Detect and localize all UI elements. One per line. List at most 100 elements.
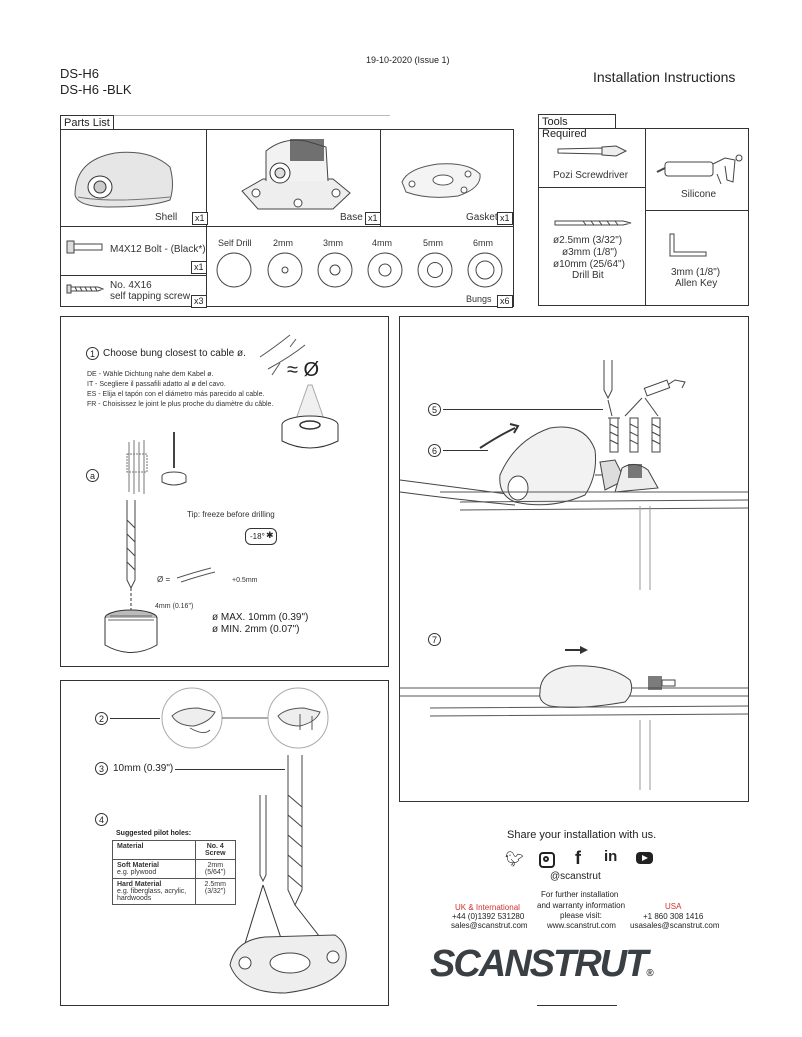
- step-1-panel: [60, 316, 389, 667]
- bung-size-2: 3mm: [323, 238, 343, 248]
- social-handle[interactable]: @scanstrut: [550, 871, 601, 882]
- base-label: Base: [340, 212, 363, 223]
- step-7-number: 7: [428, 633, 441, 646]
- gasket-label: Gasket: [466, 212, 498, 223]
- depth-label: 4mm (0.16"): [155, 603, 194, 610]
- drill-bit-icon: [554, 220, 632, 226]
- screwdriver-label: Pozi Screwdriver: [553, 170, 629, 181]
- model-number-black: DS-H6 -BLK: [60, 82, 132, 97]
- max-diameter: ø MAX. 10mm (0.39"): [212, 612, 309, 623]
- base-qty: x1: [365, 212, 381, 225]
- shell-fit-illustration: [400, 646, 749, 790]
- step-1-translation-es: ES - Elija el tapón con el diámetro más …: [87, 391, 265, 398]
- instagram-icon[interactable]: [539, 852, 555, 868]
- pilot-size-imperial: (5/64"): [204, 869, 226, 876]
- gasket-fit-illustration: [161, 687, 329, 749]
- issue-date: 19-10-2020 (Issue 1): [366, 55, 450, 65]
- uk-email[interactable]: sales@scanstrut.com: [451, 921, 528, 930]
- further-info-1: For further installation: [541, 890, 619, 899]
- shell-label: Shell: [155, 212, 178, 223]
- tools-screws-illustration: [603, 360, 686, 453]
- cable-tolerance-illustration: [176, 567, 216, 583]
- usa-phone[interactable]: +1 860 308 1416: [643, 912, 704, 921]
- drill-into-bung-illustration: [104, 500, 158, 653]
- share-title: Share your installation with us.: [507, 829, 657, 841]
- bolt-label: M4X12 Bolt - (Black*): [110, 244, 206, 255]
- drill-bit-label: Drill Bit: [572, 270, 604, 281]
- freezer-temp-label: -18°: [250, 532, 265, 541]
- bung-size-3: 4mm: [372, 238, 392, 248]
- shell-qty: x1: [192, 212, 208, 225]
- silicone-gun-icon: [656, 154, 743, 185]
- step-3-number: 3: [95, 762, 108, 775]
- facebook-icon[interactable]: f: [575, 848, 581, 868]
- allen-key-label: Allen Key: [675, 278, 718, 289]
- scanstrut-logo: SCANSTRUT®: [430, 943, 654, 986]
- social-icons: 🐦︎ f in: [505, 848, 655, 868]
- further-info-2: and warranty information: [537, 901, 626, 910]
- step-1-number: 1: [86, 347, 99, 360]
- allen-key-icon: [669, 233, 707, 257]
- usa-email[interactable]: usasales@scanstrut.com: [630, 921, 720, 930]
- step-1-instruction: Choose bung closest to cable ø.: [103, 348, 246, 359]
- steps-5-7-panel: [399, 316, 749, 802]
- step-2-number: 2: [95, 712, 108, 725]
- footer-rule: [537, 1005, 617, 1006]
- pilot-size-imperial: (3/32"): [204, 888, 226, 895]
- website-link[interactable]: www.scanstrut.com: [547, 921, 616, 930]
- screw-icon: [66, 284, 105, 294]
- step-1a-label: a: [86, 469, 99, 482]
- bung-size-4: 5mm: [423, 238, 443, 248]
- allen-key-size: 3mm (1/8"): [671, 267, 721, 278]
- bungs-label: Bungs: [466, 294, 492, 304]
- bolt-icon: [66, 240, 103, 254]
- silicone-label: Silicone: [681, 189, 717, 200]
- youtube-icon[interactable]: [636, 852, 653, 864]
- step-4-number: 4: [95, 813, 108, 826]
- snowflake-icon: ✱: [266, 530, 274, 540]
- bungs-illustration: [216, 252, 503, 288]
- bolt-qty: x1: [191, 261, 207, 274]
- usa-region: USA: [665, 902, 682, 911]
- approx-diameter-symbol: ≈ Ø: [287, 359, 320, 381]
- tools-grid: [538, 128, 749, 306]
- uk-region: UK & International: [455, 903, 520, 912]
- steps-2-4-panel: [60, 680, 389, 1006]
- brand-wordmark: SCANSTRUT: [430, 943, 648, 985]
- further-info-3: please visit:: [560, 911, 602, 920]
- parts-list-title: Parts List: [60, 115, 114, 130]
- screw-label-2: self tapping screw: [110, 291, 191, 302]
- drill-and-base-illustration: [229, 755, 347, 994]
- pilot-holes-title: Suggested pilot holes:: [116, 830, 192, 837]
- twitter-icon[interactable]: 🐦︎: [505, 851, 525, 868]
- base-illustration: [241, 139, 351, 210]
- material-name: Hard Material: [117, 881, 162, 888]
- min-diameter: ø MIN. 2mm (0.07"): [212, 624, 300, 635]
- freeze-tip: Tip: freeze before drilling: [187, 510, 275, 519]
- uk-phone[interactable]: +44 (0)1392 531280: [452, 912, 525, 921]
- screw-label-1: No. 4X16: [110, 280, 152, 291]
- pilot-size: 2.5mm: [204, 881, 226, 888]
- instagram-lens: [543, 856, 549, 862]
- pilot-size: 2mm: [207, 862, 224, 869]
- linkedin-icon[interactable]: in: [604, 848, 618, 865]
- col-header-material: Material: [112, 840, 196, 860]
- drill-bit-size-3: ø10mm (25/64"): [553, 259, 625, 270]
- model-number: DS-H6: [60, 66, 100, 81]
- bung-size-1: 2mm: [273, 238, 293, 248]
- step-3-drill-size: 10mm (0.39"): [113, 763, 174, 774]
- parts-list-grid: [60, 129, 514, 307]
- cable-bung-illustration: [259, 334, 339, 449]
- step-6-number: 6: [428, 444, 441, 457]
- bung-size-0: Self Drill: [218, 238, 252, 248]
- tools-required-title: Tools Required: [538, 114, 616, 140]
- gasket-qty: x1: [497, 212, 513, 225]
- mount-assembly-illustration: [399, 423, 749, 590]
- screw-qty: x3: [191, 295, 207, 308]
- drill-bit-size-2: ø3mm (1/8"): [562, 247, 618, 258]
- drill-bit-size-1: ø2.5mm (3/32"): [553, 235, 623, 246]
- material-example: e.g. plywood: [117, 869, 157, 876]
- step-1-translation-it: IT - Scegliere il passafili adatto al ø …: [87, 381, 226, 388]
- youtube-play: [642, 855, 648, 861]
